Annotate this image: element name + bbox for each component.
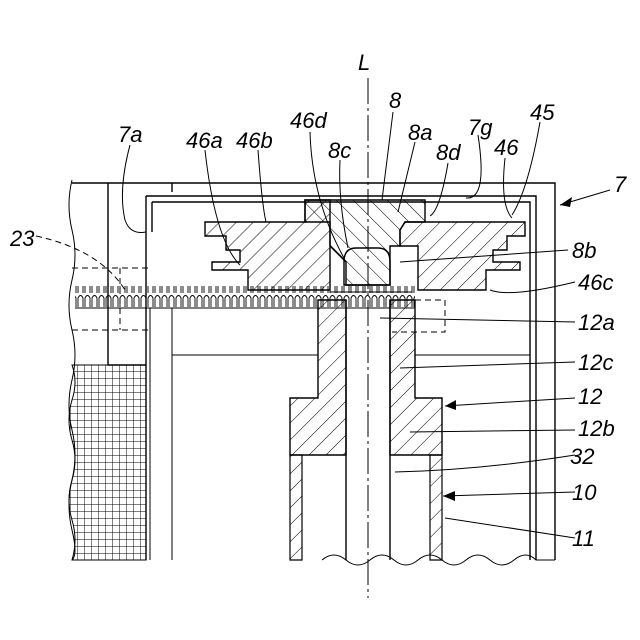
label-46: 46	[494, 135, 519, 160]
label-7: 7	[614, 172, 627, 197]
label-8: 8	[389, 88, 402, 113]
label-46b: 46b	[236, 128, 273, 153]
label-L: L	[358, 50, 370, 75]
label-7a: 7a	[118, 122, 142, 147]
coil-winding-mesh	[69, 365, 146, 560]
label-7g: 7g	[468, 115, 493, 140]
label-8b: 8b	[572, 238, 596, 263]
label-12c: 12c	[578, 350, 613, 375]
label-46c: 46c	[578, 270, 613, 295]
label-46d: 46d	[290, 108, 327, 133]
label-12: 12	[578, 384, 602, 409]
label-8a: 8a	[408, 120, 432, 145]
label-12b: 12b	[578, 416, 615, 441]
label-32: 32	[570, 444, 594, 469]
label-11: 11	[572, 526, 595, 551]
label-46a: 46a	[186, 128, 223, 153]
label-45: 45	[530, 100, 555, 125]
label-10: 10	[572, 480, 597, 505]
label-23: 23	[9, 226, 35, 251]
label-8c: 8c	[328, 138, 351, 163]
label-8d: 8d	[436, 140, 461, 165]
label-12a: 12a	[578, 310, 615, 335]
holder-46-right	[400, 222, 525, 290]
